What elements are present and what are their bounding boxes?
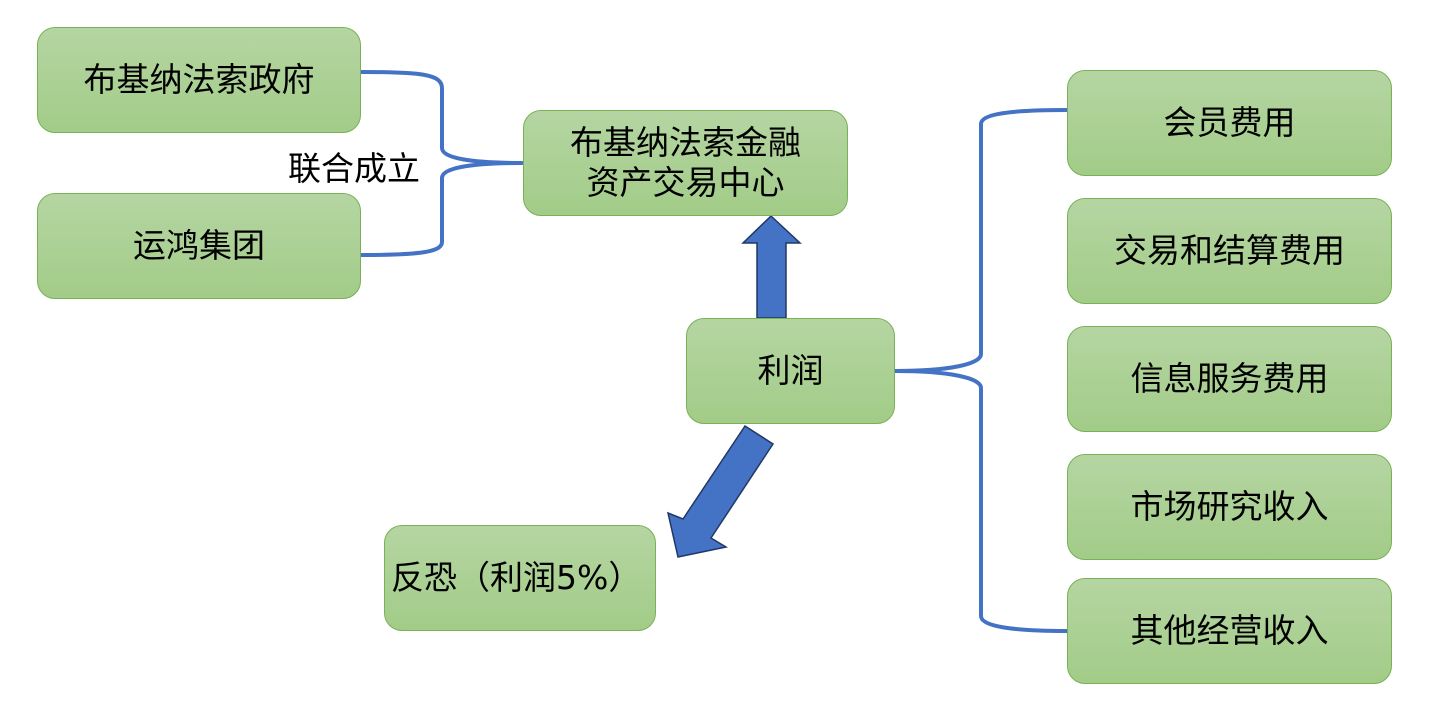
node-exchange-center: 布基纳法索金融 资产交易中心 [523,110,848,216]
node-label: 运鸿集团 [133,226,265,266]
node-revenue-membership: 会员费用 [1067,70,1392,176]
node-label: 其他经营收入 [1130,611,1329,651]
bracket-profit-to-revenues [893,108,1068,633]
node-revenue-other-operations: 其他经营收入 [1067,578,1392,684]
node-label: 利润 [757,351,824,391]
node-label: 布基纳法索政府 [83,60,315,100]
bracket-founders-to-center [360,70,524,257]
node-yunhong-group: 运鸿集团 [37,193,361,299]
node-revenue-information-services: 信息服务费用 [1067,326,1392,432]
node-label: 会员费用 [1163,103,1296,143]
node-label: 市场研究收入 [1130,487,1329,527]
node-revenue-market-research: 市场研究收入 [1067,454,1392,560]
node-label: 交易和结算费用 [1114,231,1345,271]
arrow-up-icon [741,214,802,319]
arrow-down-left-icon [666,424,775,558]
node-profit: 利润 [686,318,895,424]
node-label-line2: 资产交易中心 [586,163,785,202]
node-label: 反恐（利润5%） [391,558,642,598]
join-label: 联合成立 [288,149,420,188]
node-burkina-government: 布基纳法索政府 [37,27,361,133]
node-label: 信息服务费用 [1130,359,1329,399]
node-label-line1: 布基纳法索金融 [570,123,801,163]
node-counter-terror: 反恐（利润5%） [384,525,656,631]
node-revenue-trading-settlement: 交易和结算费用 [1067,198,1392,304]
